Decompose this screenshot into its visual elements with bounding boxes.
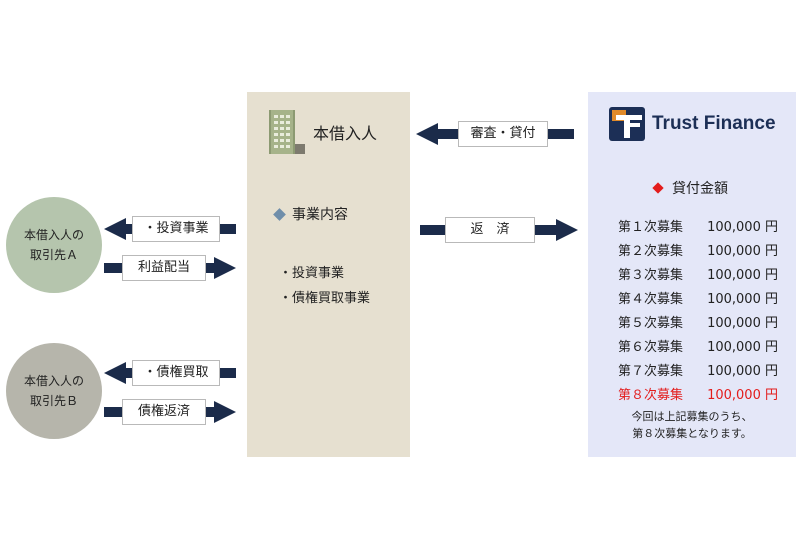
note-line-2: 第８次募集となります。 — [632, 427, 752, 440]
round-label: 第１次募集 — [618, 220, 684, 235]
round-row-8-highlight: 第８次募集 100,000 円 — [618, 384, 778, 403]
arrow-label-repay: 返 済 — [445, 217, 535, 243]
arrow-label-review: 審査・貸付 — [458, 121, 548, 147]
trust-finance-brand: Trust Finance — [652, 113, 776, 134]
loan-amount-heading: 貸付金額 — [652, 178, 728, 198]
business-item-invest: ・投資事業 — [279, 266, 345, 281]
round-amount: 100,000 円 — [707, 292, 778, 307]
note-line-1: 今回は上記募集のうち、 — [631, 410, 753, 423]
current-round-note: 今回は上記募集のうち、 第８次募集となります。 — [588, 408, 796, 442]
round-label: 第２次募集 — [618, 244, 684, 259]
round-amount: 100,000 円 — [707, 364, 778, 379]
trust-finance-logo: Trust Finance — [608, 106, 776, 142]
round-label: 第４次募集 — [618, 292, 684, 307]
partner-a-line2: 取引先Ａ — [29, 248, 78, 262]
arrow-label-collect: 債権返済 — [122, 399, 206, 425]
red-diamond-icon — [652, 182, 664, 194]
lender-panel: Trust Finance 貸付金額 第１次募集 100,000 円 第２次募集… — [588, 92, 796, 457]
partner-b-line1: 本借入人の — [23, 374, 84, 388]
round-amount: 100,000 円 — [707, 316, 778, 331]
round-row-6: 第６次募集 100,000 円 — [618, 336, 778, 355]
round-amount: 100,000 円 — [707, 388, 778, 403]
round-amount: 100,000 円 — [707, 268, 778, 283]
borrower-title: 本借入人 — [313, 124, 378, 143]
round-row-3: 第３次募集 100,000 円 — [618, 264, 778, 283]
round-label: 第３次募集 — [618, 268, 684, 283]
round-amount: 100,000 円 — [707, 220, 778, 235]
borrower-panel: 本借入人 事業内容 ・投資事業 ・債権買取事業 — [247, 92, 410, 457]
trust-finance-logo-icon — [609, 107, 645, 141]
round-label: 第８次募集 — [618, 388, 684, 403]
partner-a-circle: 本借入人の 取引先Ａ — [6, 197, 102, 293]
round-amount: 100,000 円 — [707, 340, 778, 355]
partner-a-line1: 本借入人の — [23, 228, 84, 242]
arrow-label-profit: 利益配当 — [122, 255, 206, 281]
round-label: 第７次募集 — [618, 364, 684, 379]
round-row-4: 第４次募集 100,000 円 — [618, 288, 778, 307]
round-row-1: 第１次募集 100,000 円 — [618, 216, 778, 235]
arrow-label-invest: ・投資事業 — [132, 216, 220, 242]
round-row-2: 第２次募集 100,000 円 — [618, 240, 778, 259]
round-amount: 100,000 円 — [707, 244, 778, 259]
building-icon — [269, 110, 305, 154]
round-label: 第５次募集 — [618, 316, 684, 331]
round-row-5: 第５次募集 100,000 円 — [618, 312, 778, 331]
partner-b-circle: 本借入人の 取引先Ｂ — [6, 343, 102, 439]
round-label: 第６次募集 — [618, 340, 684, 355]
business-heading: 事業内容 — [273, 204, 348, 224]
loan-amount-title: 貸付金額 — [672, 181, 728, 197]
diamond-bullet-icon — [273, 207, 286, 221]
business-heading-label: 事業内容 — [292, 207, 348, 223]
arrow-label-buy: ・債権買取 — [132, 360, 220, 386]
business-item-debt-purchase: ・債権買取事業 — [279, 291, 371, 306]
round-row-7: 第７次募集 100,000 円 — [618, 360, 778, 379]
partner-b-line2: 取引先Ｂ — [29, 394, 78, 408]
